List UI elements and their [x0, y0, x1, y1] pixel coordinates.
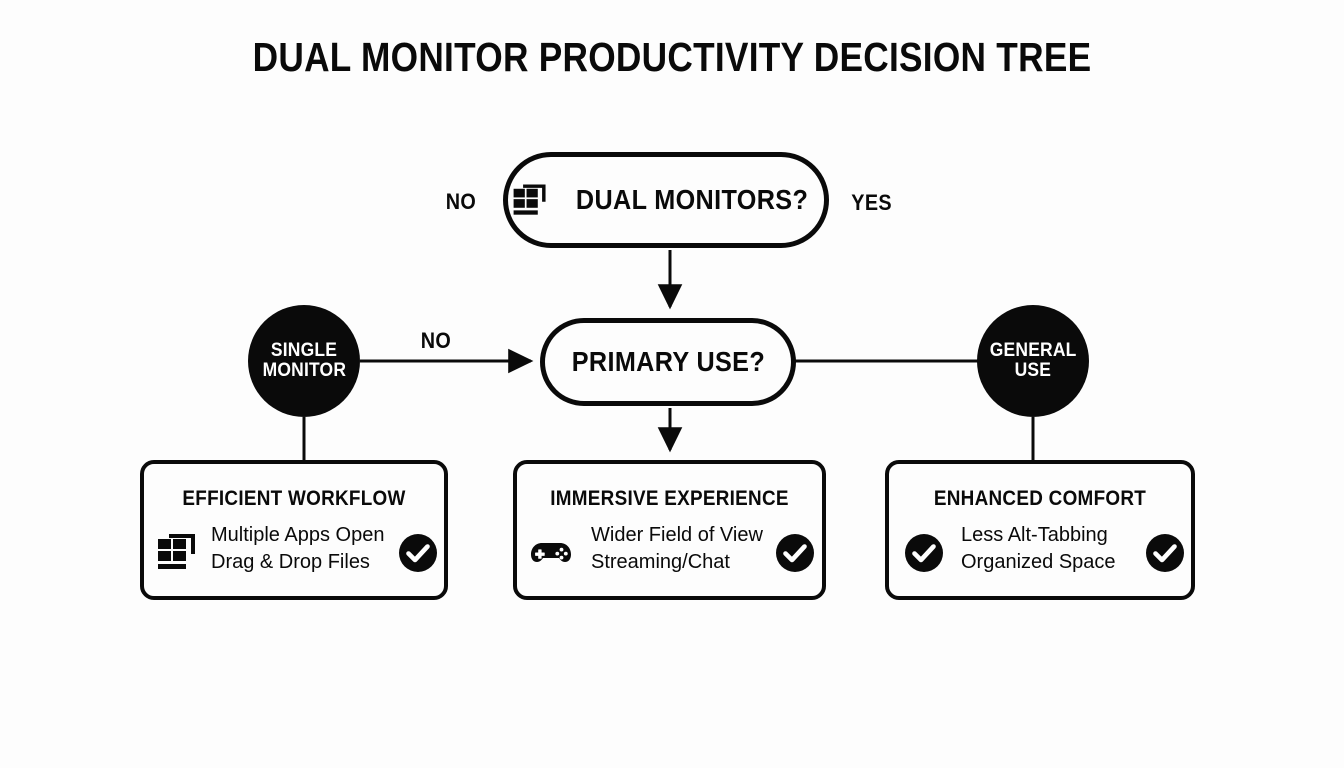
- node-single-monitor[interactable]: SINGLE MONITOR: [248, 305, 360, 417]
- gamepad-icon-svg: [531, 543, 571, 562]
- check-circle-icon: [399, 534, 437, 572]
- outcome-card-body: Wider Field of View Streaming/Chat: [591, 522, 763, 575]
- check-circle-icon-svg: [399, 534, 437, 572]
- node-single-monitor-line-1: SINGLE: [270, 340, 338, 362]
- outcome-card-line-1: Less Alt-Tabbing: [961, 524, 1108, 546]
- outcome-card-line-2: Drag & Drop Files: [211, 550, 370, 573]
- outcome-card-efficient-workflow[interactable]: EFFICIENT WORKFLOW Multiple Apps Open Dr…: [140, 460, 448, 600]
- check-circle-icon-svg: [905, 534, 943, 572]
- node-dual-monitors[interactable]: DUAL MONITORS?: [503, 152, 829, 248]
- node-general-use-line-1: GENERAL: [989, 340, 1077, 362]
- outcome-card-title: IMMERSIVE EXPERIENCE: [550, 487, 789, 510]
- node-single-monitor-line-2: MONITOR: [262, 360, 346, 381]
- outcome-card-line-1: Wider Field of View: [591, 524, 763, 546]
- check-circle-icon: [776, 534, 814, 572]
- outcome-card-enhanced-comfort[interactable]: ENHANCED COMFORT Less Alt-Tabbing Organi…: [885, 460, 1195, 600]
- outcome-card-body: Less Alt-Tabbing Organized Space: [961, 522, 1116, 575]
- node-general-use[interactable]: GENERAL USE: [977, 305, 1089, 417]
- outcome-card-line-2: Streaming/Chat: [591, 550, 730, 573]
- gamepad-icon: [529, 532, 573, 572]
- outcome-card-line-1: Multiple Apps Open: [211, 524, 385, 546]
- check-circle-icon: [905, 534, 943, 572]
- dual-monitor-icon: [511, 182, 549, 218]
- edge-label-no-top: NO: [445, 189, 477, 214]
- dual-monitor-icon-svg: [158, 534, 195, 569]
- node-primary-use-label: PRIMARY USE?: [571, 346, 765, 377]
- dual-monitor-icon-svg: [513, 184, 546, 215]
- check-circle-icon-svg: [776, 534, 814, 572]
- outcome-card-immersive-experience[interactable]: IMMERSIVE EXPERIENCE Wider Field of View…: [513, 460, 826, 600]
- node-primary-use[interactable]: PRIMARY USE?: [540, 318, 796, 406]
- outcome-card-body: Multiple Apps Open Drag & Drop Files: [211, 522, 384, 575]
- node-dual-monitors-label: DUAL MONITORS?: [575, 184, 809, 215]
- outcome-card-line-2: Organized Space: [961, 550, 1116, 573]
- node-general-use-line-2: USE: [1014, 360, 1052, 381]
- check-circle-icon: [1146, 534, 1184, 572]
- page-title: DUAL MONITOR PRODUCTIVITY DECISION TREE: [252, 34, 1092, 80]
- edge-label-yes-top: YES: [851, 190, 892, 215]
- dual-monitor-icon: [155, 532, 199, 572]
- outcome-card-title: EFFICIENT WORKFLOW: [182, 487, 406, 510]
- outcome-card-title: ENHANCED COMFORT: [933, 487, 1147, 510]
- check-circle-icon-svg: [1146, 534, 1184, 572]
- edge-label-no-middle: NO: [420, 328, 452, 353]
